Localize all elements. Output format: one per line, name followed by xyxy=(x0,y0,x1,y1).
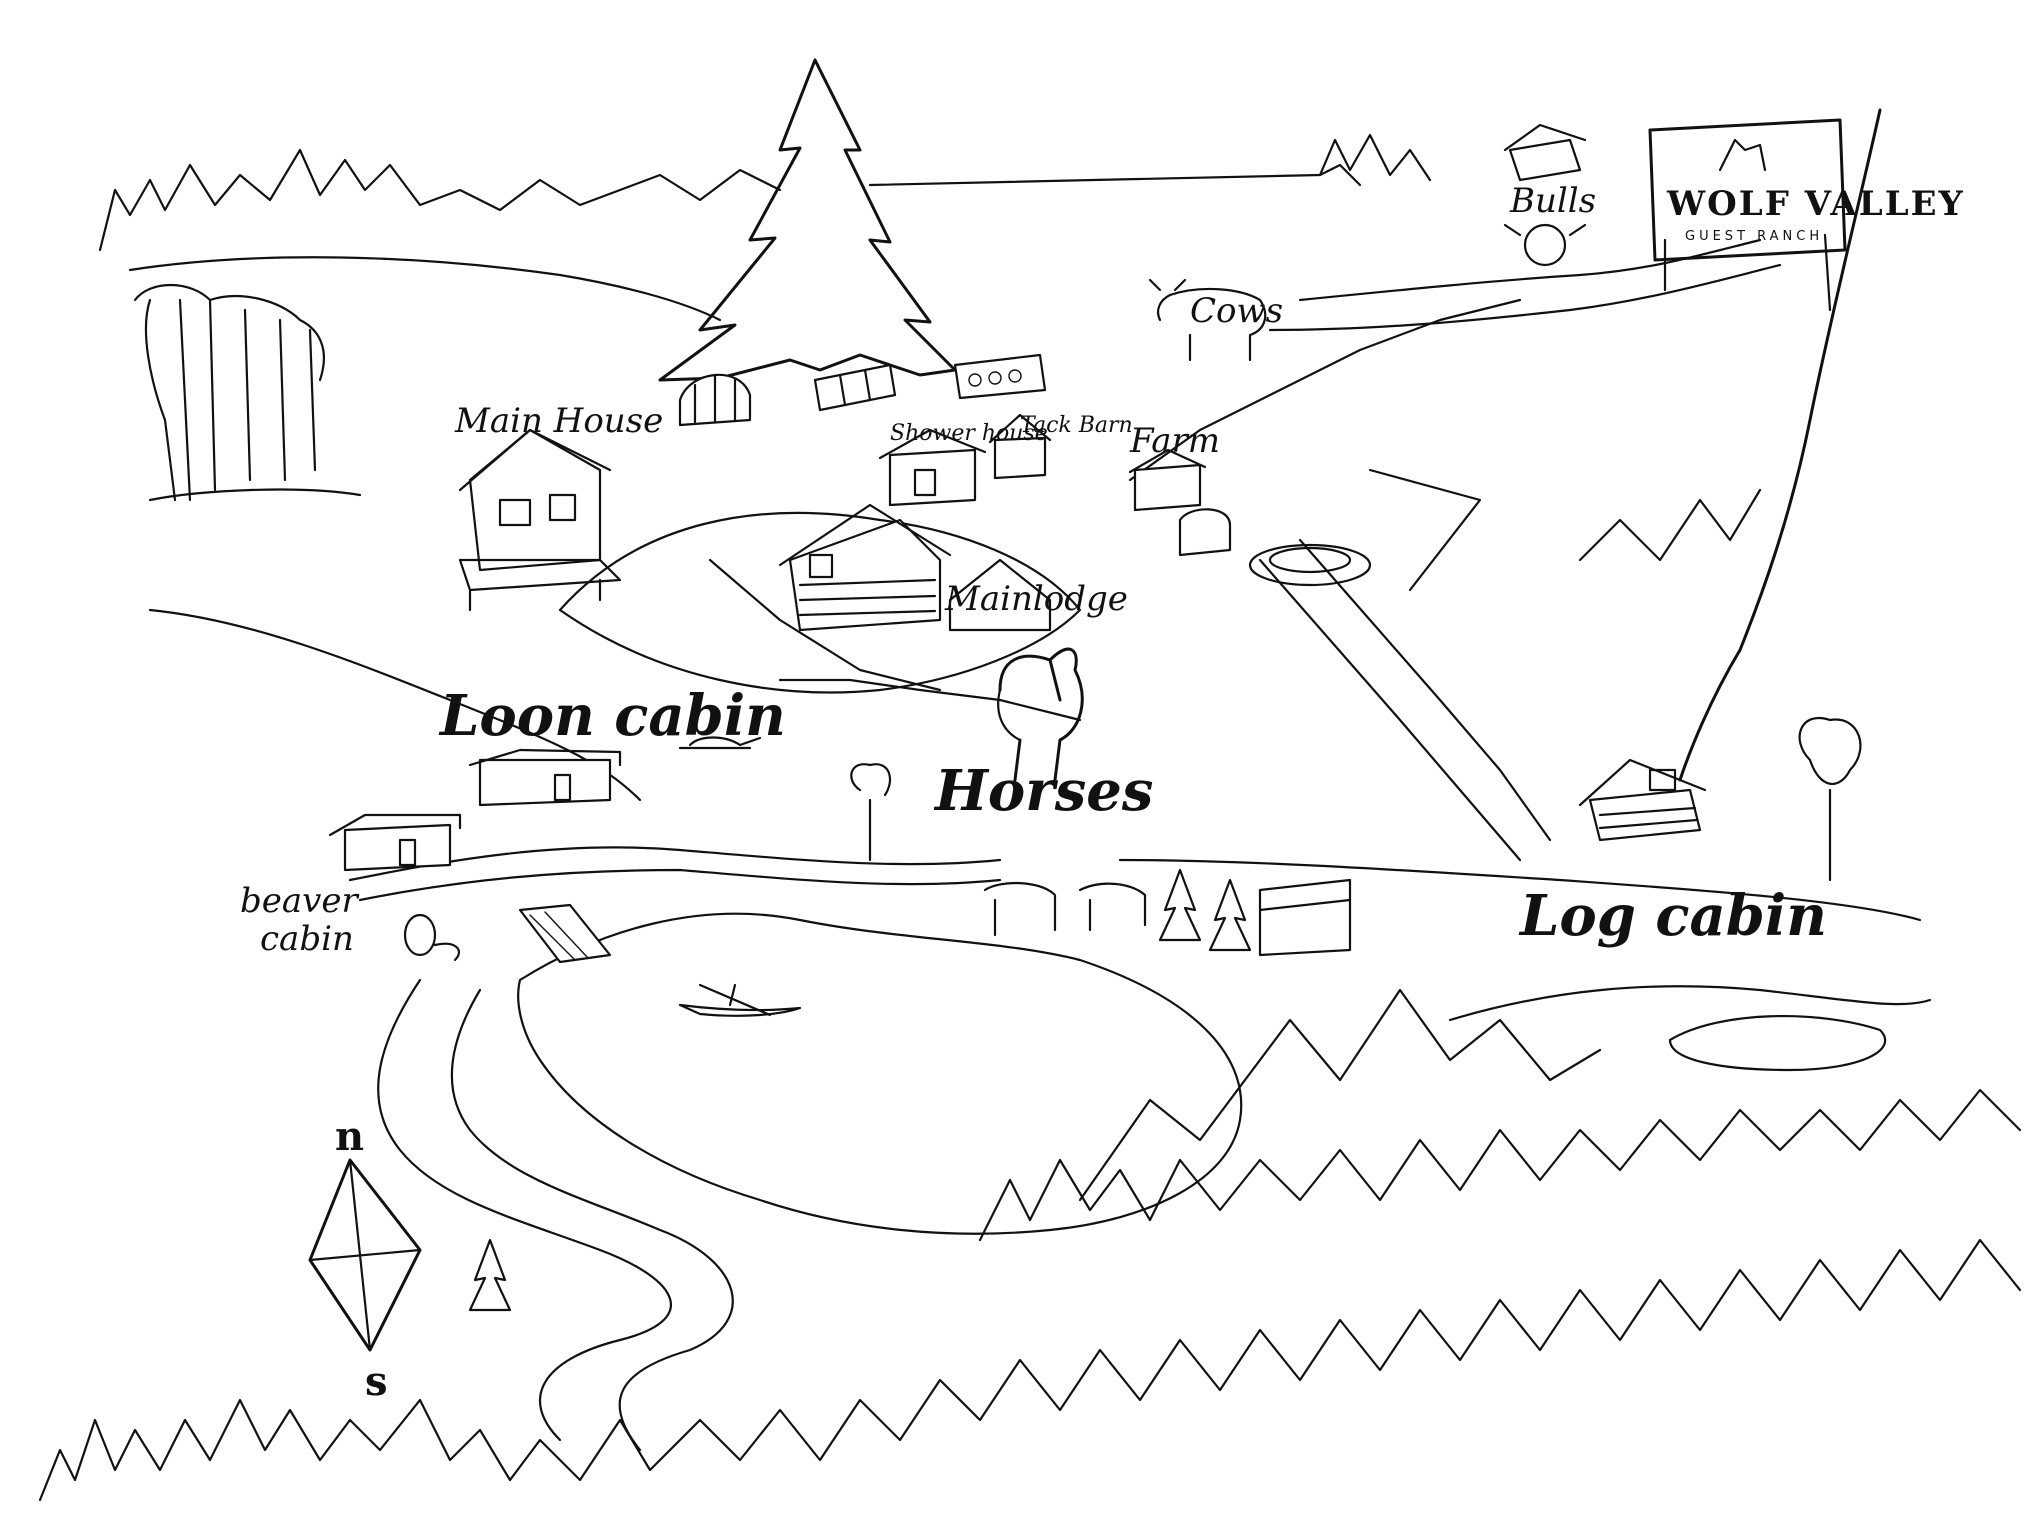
wolf-icon xyxy=(1718,138,1767,172)
deciduous-tree-icon xyxy=(1798,717,1862,882)
left-hill xyxy=(128,256,722,322)
bulls-shed-icon xyxy=(1503,123,1587,182)
right-mountains xyxy=(1578,488,1762,562)
river-bank-right xyxy=(450,988,734,1452)
loon-cabin-icon xyxy=(468,748,622,807)
label-main-house: Main House xyxy=(454,401,663,441)
lodge-hill xyxy=(558,511,1082,694)
pine-tree-icon xyxy=(1208,878,1252,952)
bottom-treeline xyxy=(38,1238,2022,1502)
beaver-icon xyxy=(403,913,460,962)
label-loon-cabin: Loon cabin xyxy=(438,683,786,749)
left-forest xyxy=(133,283,362,502)
main-lodge-cabin-icon xyxy=(778,503,1052,632)
farm-barn-icon xyxy=(1128,448,1232,557)
label-shower-house: Shower house xyxy=(890,421,1048,446)
scattered-trees xyxy=(468,717,1862,1312)
fence-long-diagonal-2 xyxy=(1298,538,1552,842)
round-pen-icon xyxy=(1248,468,1482,592)
label-beaver-cabin-1: beaver xyxy=(240,881,359,921)
label-main-lodge: Mainlodge xyxy=(944,579,1128,619)
map-labels: Main House Shower house Tack Barn Farm C… xyxy=(240,181,1827,959)
fence-east xyxy=(1128,298,1522,482)
buildings xyxy=(328,123,1707,964)
label-horses: Horses xyxy=(933,758,1153,824)
big-pine-tree-icon xyxy=(658,58,957,382)
horse-icon xyxy=(997,647,1084,782)
label-tack-barn: Tack Barn xyxy=(1020,413,1133,438)
kayak-icon xyxy=(678,983,802,1017)
tack-barn-cabin-icon xyxy=(988,413,1052,480)
animals xyxy=(403,138,1767,1017)
compass-north: n xyxy=(335,1113,364,1160)
distant-treeline-right xyxy=(1318,133,1432,182)
log-cabin-icon xyxy=(1578,758,1707,842)
road-to-sign-2 xyxy=(1268,263,1782,332)
beaver-cabin-icon xyxy=(328,813,462,872)
river-bank-left xyxy=(377,978,672,1442)
fence-lodge xyxy=(708,558,942,692)
label-beaver-cabin-2: cabin xyxy=(260,919,354,959)
valley-edge-right xyxy=(1118,858,1922,922)
upper-meadow-line xyxy=(868,163,1362,187)
label-farm: Farm xyxy=(1129,421,1220,461)
ranch-sign: WOLF VALLEY GUEST RANCH xyxy=(1648,118,1965,312)
label-cows: Cows xyxy=(1190,291,1283,331)
pine-tree-icon xyxy=(1158,868,1202,942)
lake-shore xyxy=(517,912,1243,1235)
lower-mountains xyxy=(1078,988,1602,1202)
compass-icon: n s xyxy=(308,1113,422,1405)
boat-dock-icon xyxy=(518,903,612,964)
solar-shed-icon xyxy=(813,363,897,412)
fence-horse xyxy=(778,678,1082,722)
lake-cow-icon xyxy=(983,881,1147,937)
label-log-cabin: Log cabin xyxy=(1518,883,1827,949)
terrain xyxy=(38,58,2022,1502)
shower-house-cabin-icon xyxy=(878,428,987,507)
main-house-cabin-icon xyxy=(458,428,622,612)
greenhouse-icon xyxy=(678,373,752,427)
label-bulls: Bulls xyxy=(1509,181,1596,221)
fence-long-diagonal xyxy=(1258,558,1522,862)
fences-roads xyxy=(348,238,1782,902)
distant-treeline-left xyxy=(98,148,782,252)
deciduous-tree-icon xyxy=(850,763,892,862)
cow-icon xyxy=(1148,278,1267,362)
pine-tree-icon xyxy=(468,1238,512,1312)
compass-south: s xyxy=(365,1358,388,1405)
sign-title: WOLF VALLEY xyxy=(1666,184,1965,224)
road-to-sign xyxy=(1298,238,1762,302)
right-pond xyxy=(1668,1014,1887,1072)
mid-treeline xyxy=(978,1088,2022,1242)
right-hillside xyxy=(1678,108,1882,782)
sign-subtitle: GUEST RANCH xyxy=(1685,229,1823,244)
path-lake-2 xyxy=(358,868,1002,902)
corral-icon xyxy=(1258,878,1352,957)
lower-right-hills xyxy=(1448,985,1932,1022)
bull-icon xyxy=(1503,223,1587,267)
woodpile-icon xyxy=(953,353,1047,400)
loon-icon xyxy=(678,736,762,750)
